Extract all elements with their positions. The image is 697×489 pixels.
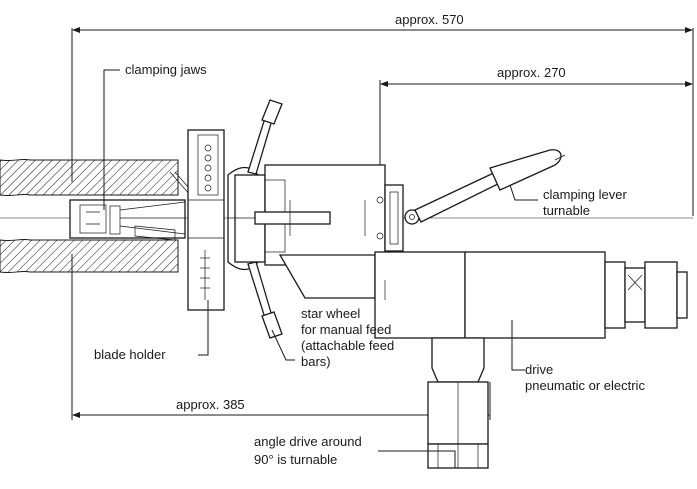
label-star-wheel-4: bars) (301, 354, 331, 369)
angle-drive (427, 337, 489, 469)
leader-lines (103, 69, 538, 468)
label-star-wheel-3: (attachable feed (301, 338, 394, 353)
blade-holder (187, 129, 225, 311)
label-drive-1: drive (525, 362, 553, 377)
drive-housing (278, 251, 688, 339)
pipe (0, 158, 179, 274)
label-clamping-lever-2: turnable (543, 203, 590, 218)
label-star-wheel-2: for manual feed (301, 322, 391, 337)
clamping-lever (404, 149, 566, 225)
dimension-overall (71, 27, 694, 216)
label-blade-holder: blade holder (94, 347, 166, 362)
label-angle-drive-1: angle drive around (254, 434, 362, 449)
dimension-lower-label: approx. 385 (176, 397, 245, 412)
dimension-partial (379, 80, 693, 175)
dimension-partial-label: approx. 270 (497, 65, 566, 80)
dimension-lower (71, 254, 491, 420)
clamping-jaws (69, 171, 196, 241)
label-clamping-jaws: clamping jaws (125, 62, 207, 77)
dimension-overall-label: approx. 570 (395, 12, 464, 27)
label-drive-2: pneumatic or electric (525, 378, 645, 393)
label-star-wheel-1: star wheel (301, 306, 360, 321)
main-body (254, 164, 404, 266)
label-angle-drive-2: 90° is turnable (254, 452, 337, 467)
label-clamping-lever-1: clamping lever (543, 187, 627, 202)
